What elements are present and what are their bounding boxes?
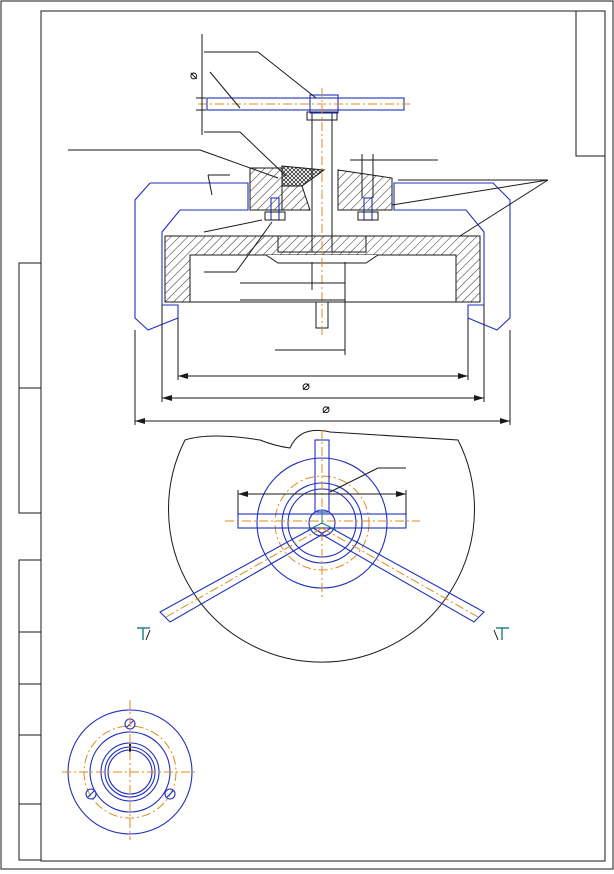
top-view (137, 429, 509, 663)
front-section-view: ⌀ ⌀ ⌀ (68, 34, 549, 425)
flange-detail-view (62, 700, 198, 840)
top-plate-right (337, 169, 393, 211)
bolt-hole-left (85, 788, 97, 800)
outer-diameter-symbol: ⌀ (302, 379, 310, 394)
housing-outline-right (393, 182, 511, 331)
housing-outline-left (134, 182, 249, 331)
bushing-left (281, 185, 311, 211)
arm-left (159, 527, 325, 623)
overall-diameter-symbol: ⌀ (322, 402, 330, 417)
arm-right (319, 527, 485, 623)
handle-diameter-symbol: ⌀ (186, 72, 201, 80)
top-plate-left (249, 167, 283, 211)
base-outline (168, 429, 475, 663)
bolt-hole-right (164, 788, 176, 800)
seal-gasket (281, 165, 326, 187)
section-marker-right (493, 627, 509, 641)
section-marker-left (137, 627, 151, 641)
